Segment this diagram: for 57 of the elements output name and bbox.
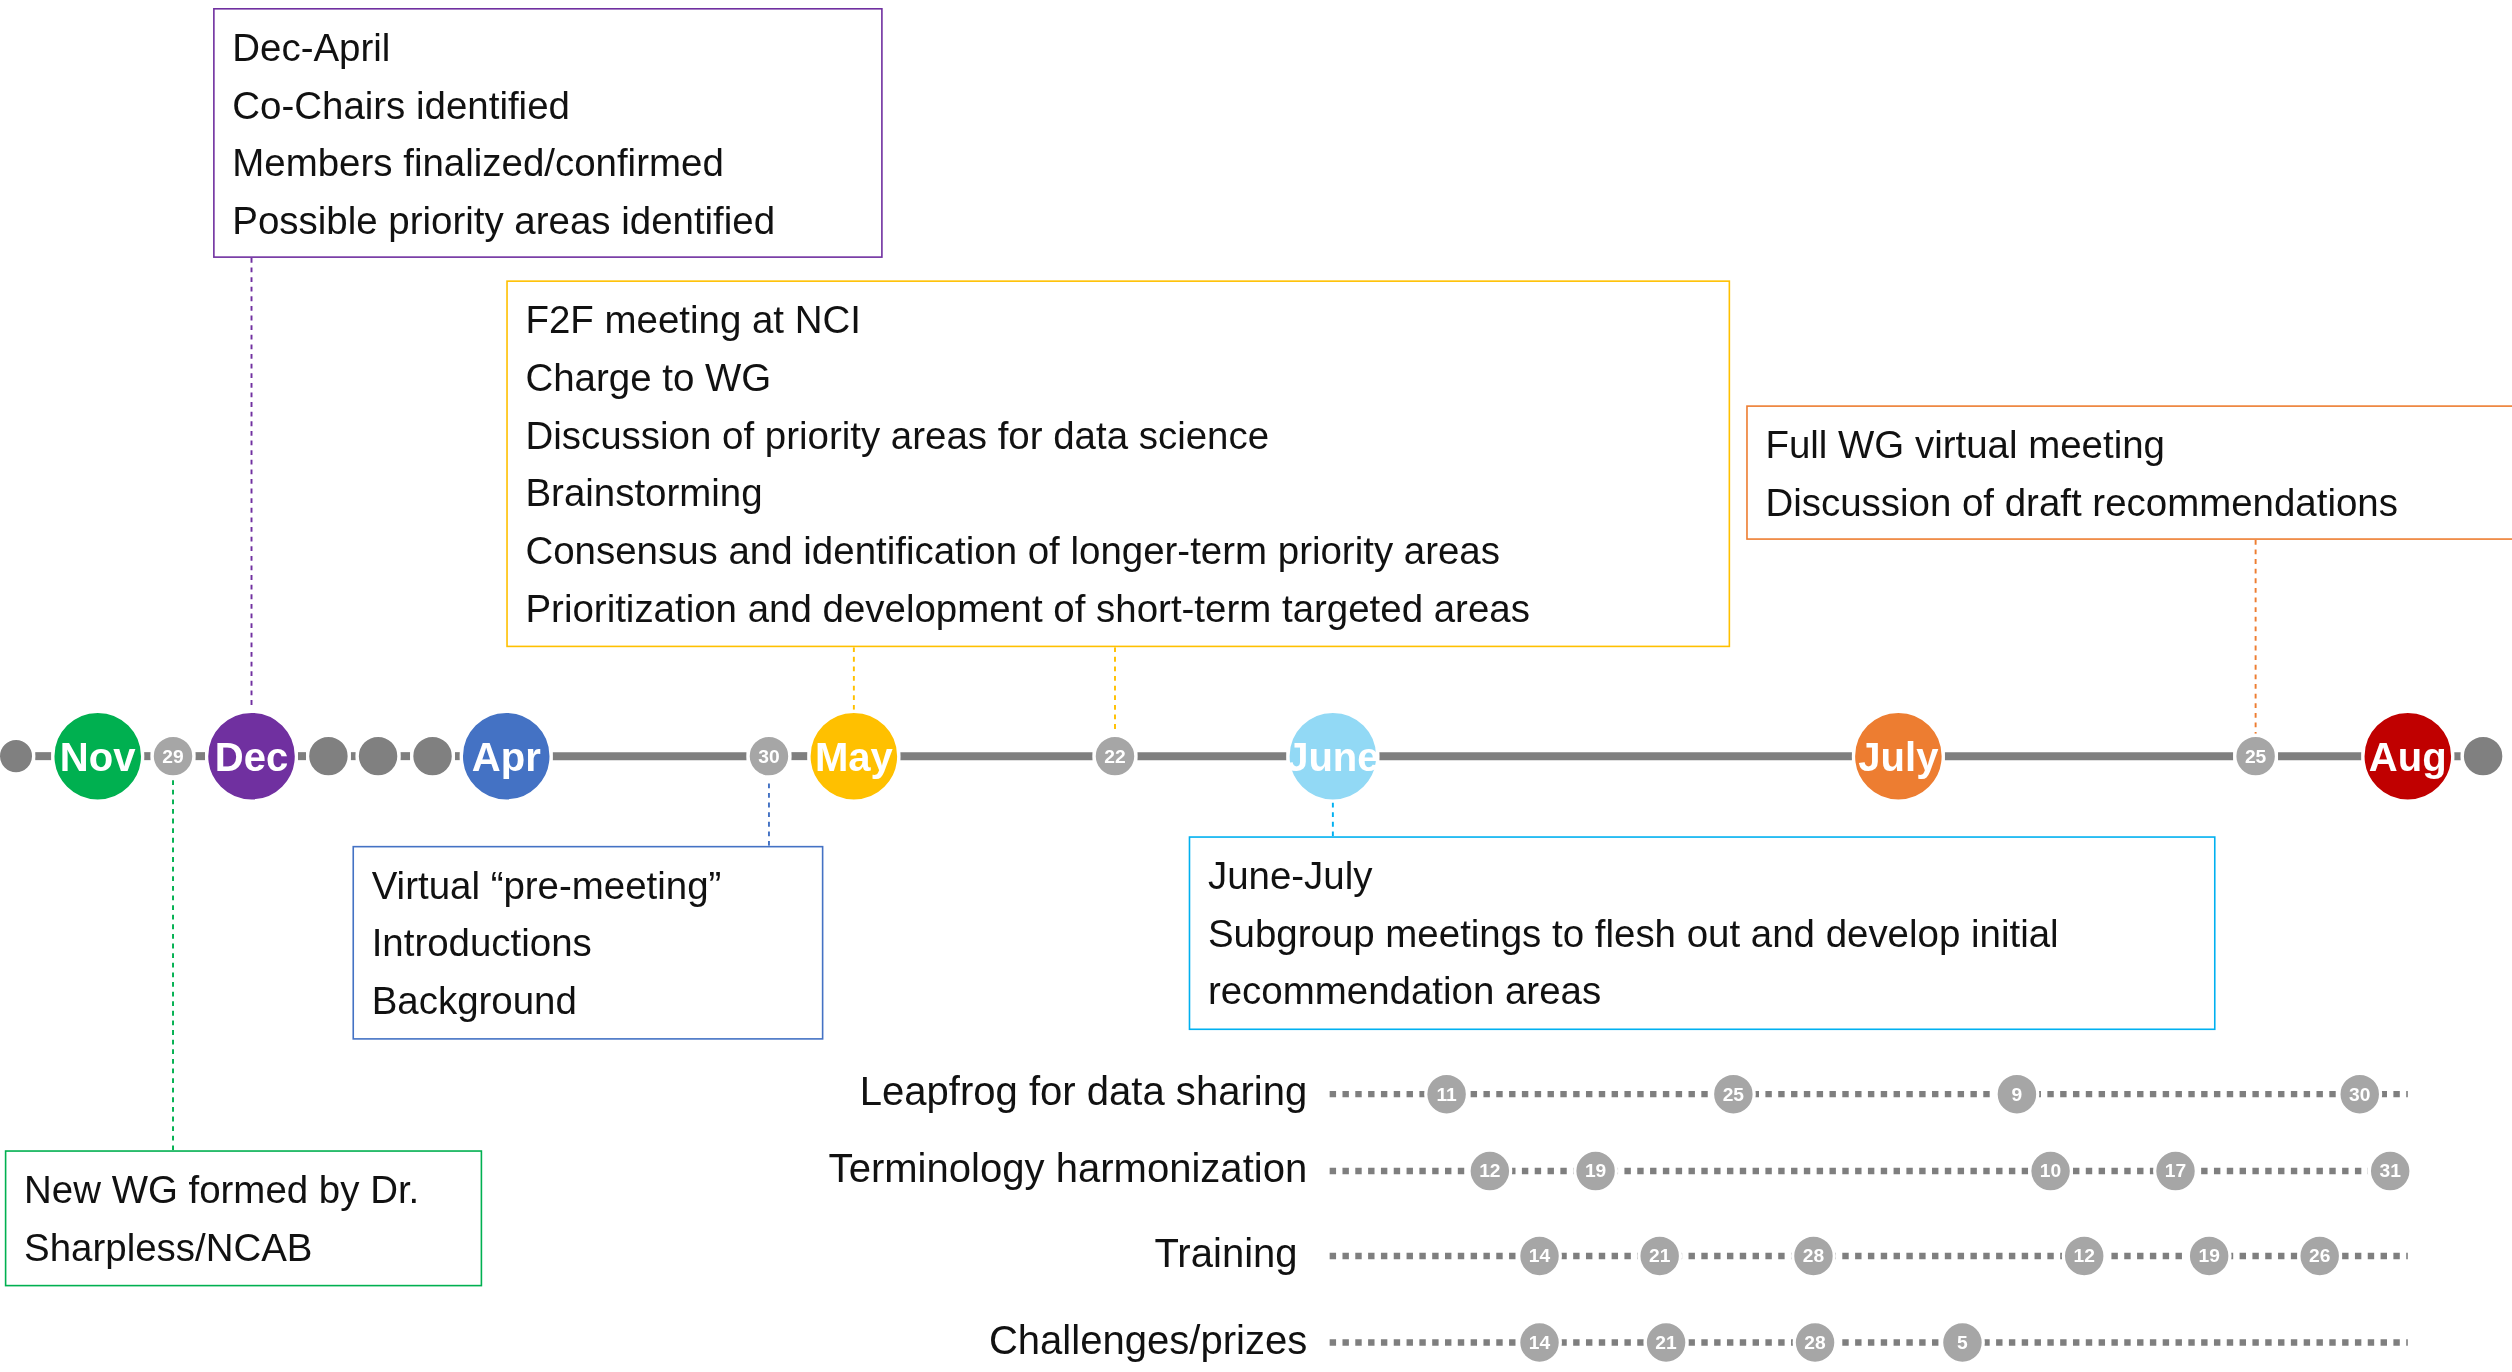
date-circle: 21 bbox=[1643, 1320, 1689, 1365]
note-text: Discussion of draft recommendations bbox=[1765, 479, 2399, 526]
leader-line bbox=[172, 777, 174, 1152]
timeline-segment bbox=[900, 752, 1093, 761]
note-text: Full WG virtual meeting bbox=[1765, 421, 2166, 469]
note-text: Co-Chairs identified bbox=[232, 82, 571, 129]
date-circle: 21 bbox=[1637, 1233, 1683, 1279]
timeline-segment bbox=[297, 752, 306, 761]
timeline-segment bbox=[195, 752, 206, 761]
leader-line bbox=[2254, 538, 2257, 735]
note-text: Consensus and identification of longer-term priority areas bbox=[525, 527, 1501, 574]
note-text: Brainstorming bbox=[525, 470, 764, 517]
timeline-segment bbox=[552, 752, 747, 761]
note-text: Possible priority areas identified bbox=[232, 197, 777, 244]
note-box bbox=[213, 8, 883, 258]
timeline-segment bbox=[2278, 752, 2362, 761]
note-text: Dec-April bbox=[232, 24, 392, 71]
date-circle: 12 bbox=[1467, 1148, 1513, 1194]
timeline-segment bbox=[1137, 752, 1287, 761]
note-box bbox=[506, 280, 1731, 648]
date-circle: 31 bbox=[2367, 1148, 2413, 1194]
date-circle: 14 bbox=[1517, 1233, 1562, 1279]
timeline-segment bbox=[1944, 752, 2234, 761]
note-box bbox=[352, 845, 824, 1040]
note-box bbox=[1188, 836, 2216, 1031]
note-text: Introductions bbox=[371, 920, 593, 967]
date-circle: 5 bbox=[1940, 1320, 1985, 1365]
note-text: Subgroup meetings to flesh out and develop initial recommendation areas bbox=[1207, 910, 2060, 1015]
date-circle: 14 bbox=[1517, 1320, 1562, 1365]
note-text: Prioritization and development of short-term targeted areas bbox=[525, 585, 1531, 632]
note-text: June-July bbox=[1207, 852, 1374, 900]
date-circle: 17 bbox=[2153, 1148, 2198, 1194]
note-text: Members finalized/confirmed bbox=[232, 140, 725, 187]
timeline-segment bbox=[400, 752, 411, 761]
timeline-segment bbox=[35, 752, 52, 761]
note-box bbox=[4, 1150, 483, 1287]
timeline-segment bbox=[791, 752, 808, 761]
note-text: Virtual “pre-meeting” bbox=[371, 862, 723, 909]
date-circle: 19 bbox=[2186, 1233, 2232, 1279]
row-label: Terminology harmonization bbox=[828, 1145, 1308, 1192]
date-circle: 28 bbox=[1791, 1233, 1836, 1279]
date-circle: 28 bbox=[1792, 1320, 1838, 1365]
note-text: F2F meeting at NCI bbox=[525, 296, 862, 344]
row-label: Training bbox=[1154, 1230, 1298, 1277]
date-circle: 12 bbox=[2061, 1233, 2107, 1279]
timeline-segment bbox=[1379, 752, 1852, 761]
leader-line bbox=[1331, 801, 1334, 838]
row-label: Leapfrog for data sharing bbox=[859, 1068, 1308, 1115]
note-text: Discussion of priority areas for data science bbox=[525, 412, 1271, 459]
note-box bbox=[1746, 405, 2512, 540]
date-circle: 19 bbox=[1573, 1148, 1618, 1194]
note-text: Charge to WG bbox=[525, 354, 773, 401]
date-circle: 10 bbox=[2028, 1148, 2073, 1194]
note-text: Background bbox=[371, 977, 578, 1025]
note-text: New WG formed by Dr. Sharpless/NCAB bbox=[24, 1166, 421, 1271]
leader-line bbox=[852, 646, 855, 711]
row-label: Challenges/prizes bbox=[988, 1316, 1308, 1364]
